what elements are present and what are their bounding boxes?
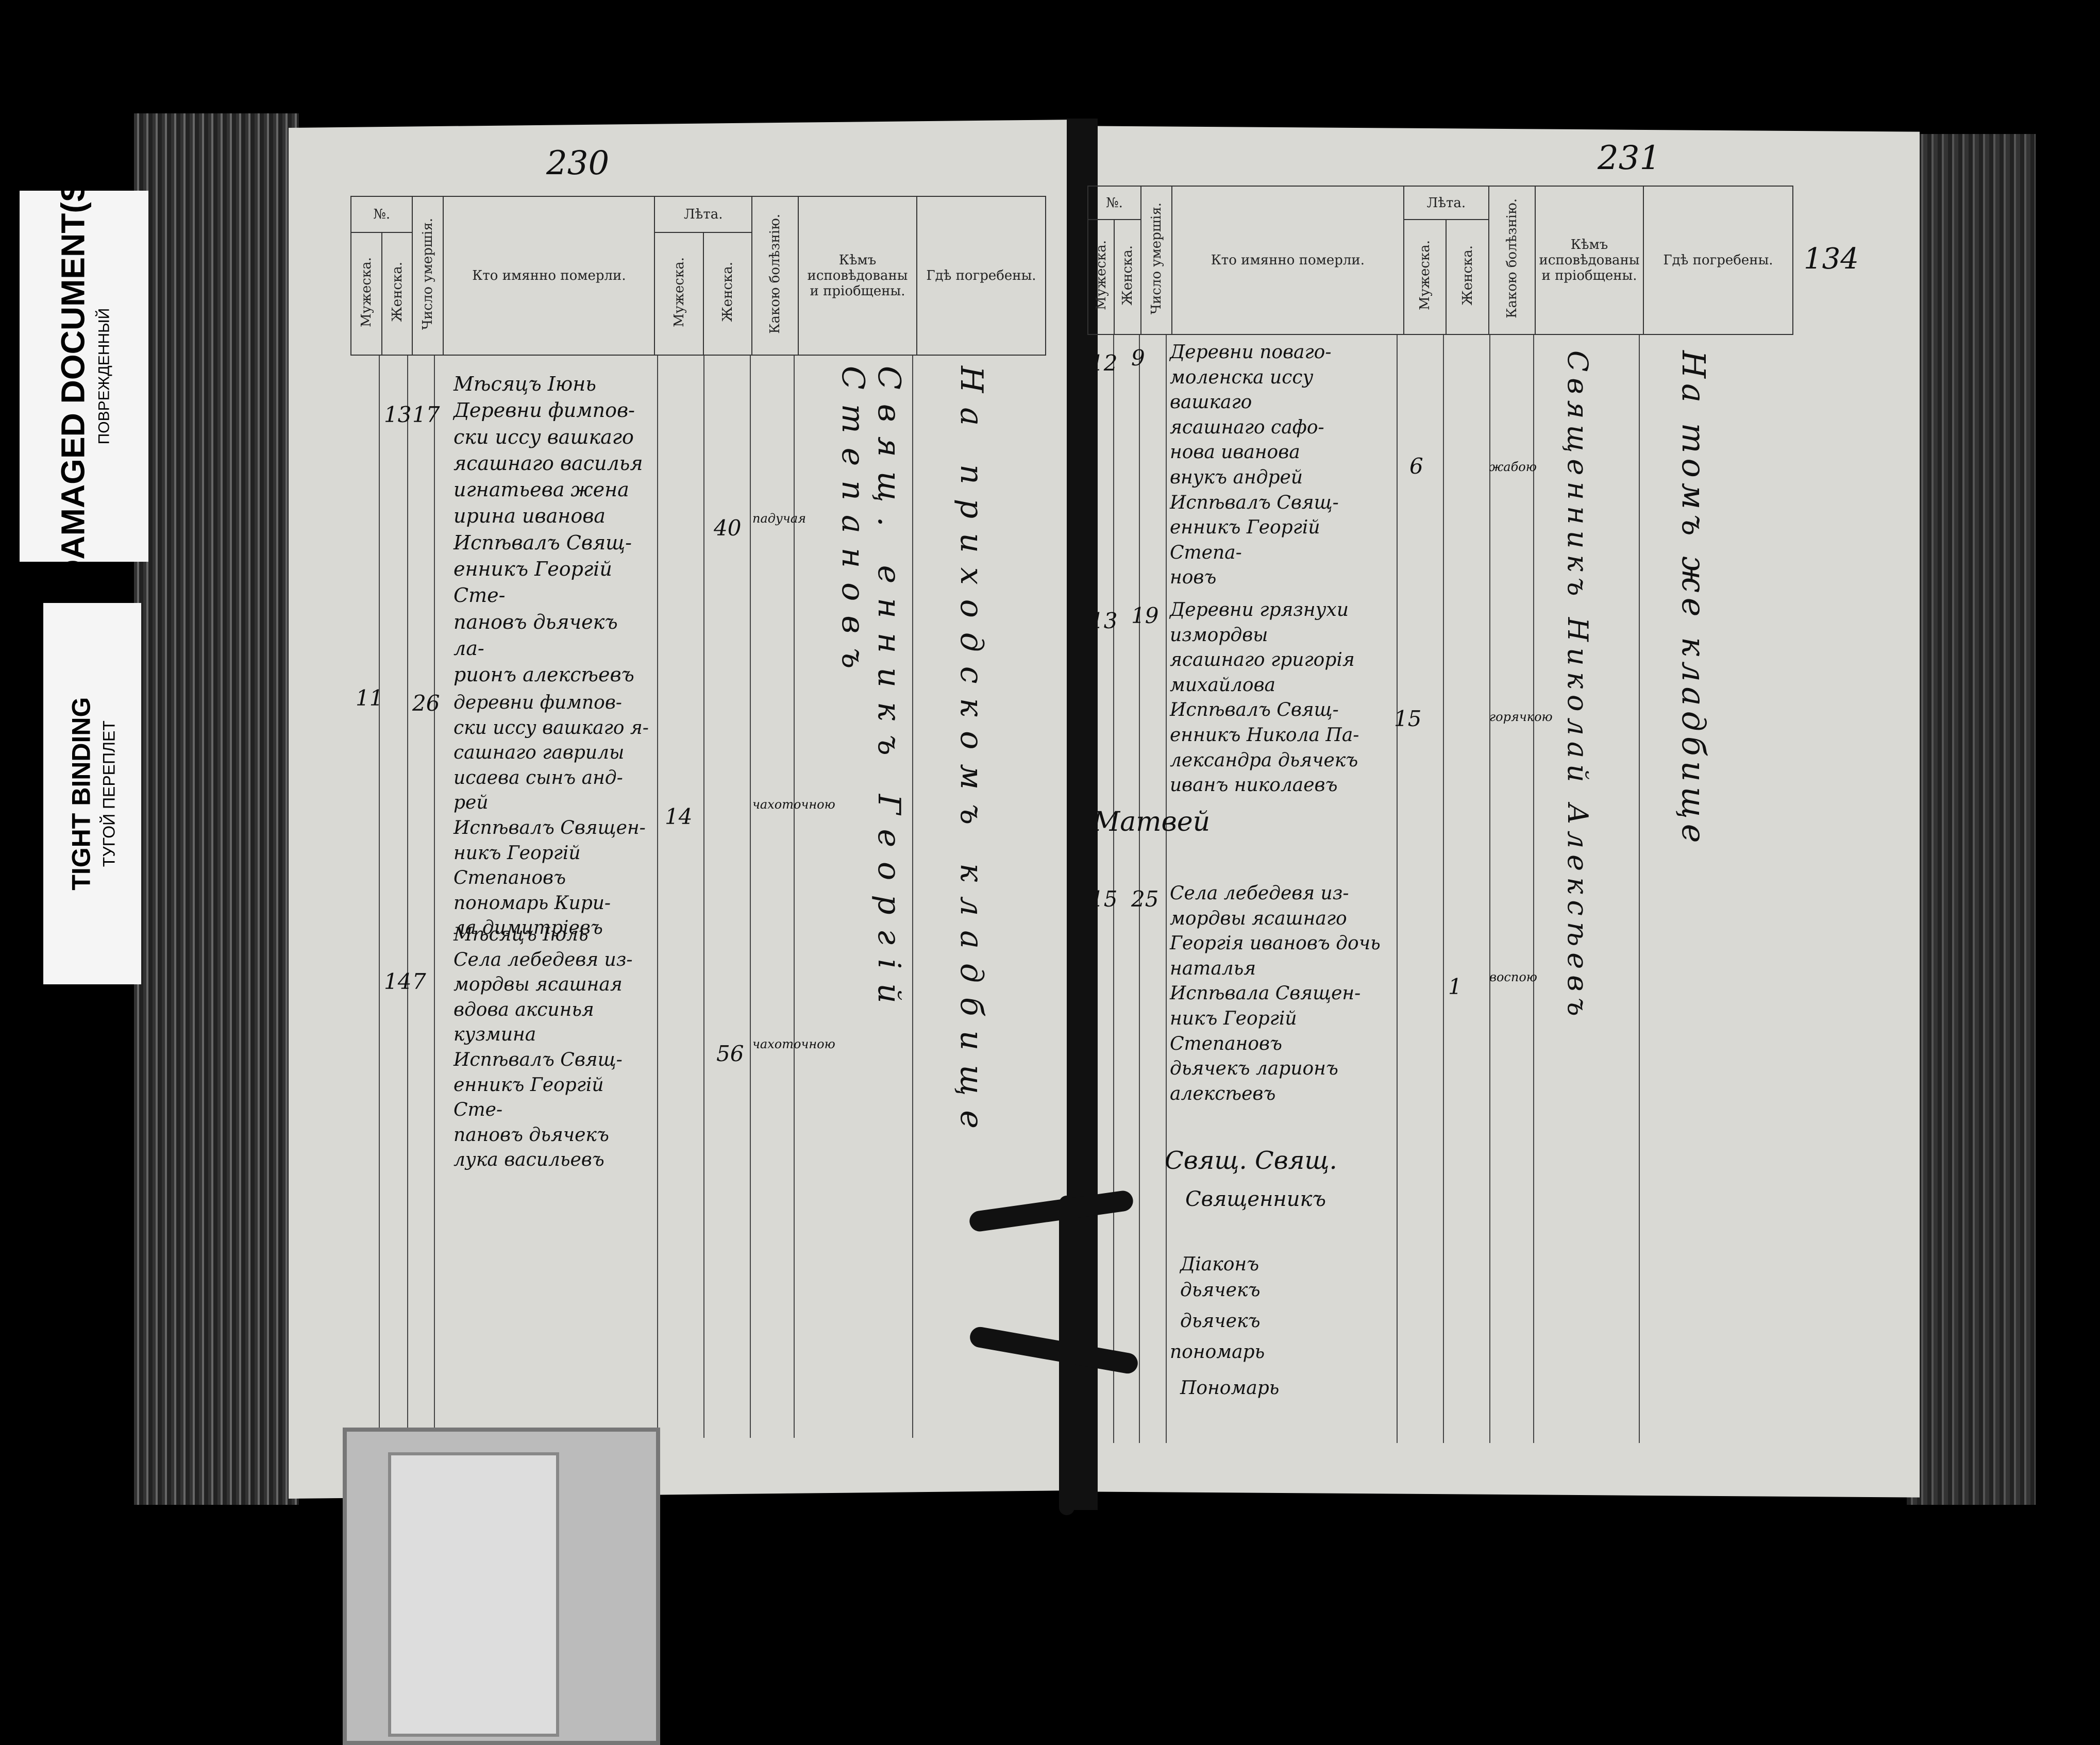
- tight-binding-label-ru: ТУГОЙ ПЕРЕПЛЕТ: [99, 720, 118, 867]
- right-entry-3-male-no: 15: [1090, 886, 1118, 912]
- left-header-buried: Гдѣ погребены.: [916, 196, 1046, 356]
- left-header-age-female: Женска.: [719, 262, 735, 322]
- left-entry-2-date: 26: [412, 691, 440, 716]
- left-folio-number: 230: [546, 144, 610, 182]
- damaged-document-tab: DAMAGED DOCUMENT(S)ПОВРЕЖДЕННЫЙ: [20, 169, 148, 583]
- right-folio-number: 231: [1598, 139, 1661, 177]
- right-entry-2-date: 19: [1131, 603, 1159, 628]
- signature-6: пономарь: [1170, 1341, 1265, 1363]
- right-confessor-column: Священникъ Николай Алексѣевъ: [1561, 350, 1594, 1022]
- left-entry-1-date: 17: [412, 402, 440, 427]
- damaged-label: DAMAGED DOCUMENT(S): [54, 169, 92, 583]
- right-entry-1-date: 9: [1131, 345, 1145, 371]
- right-header-table: №. Число умершія. Кто имянно померли. Лѣ…: [1087, 186, 1793, 335]
- right-header-age-male: Мужеска.: [1417, 240, 1433, 310]
- right-folio-alt-number: 134: [1804, 242, 1859, 276]
- right-entry-2-age-male: 15: [1394, 706, 1422, 731]
- left-header-female: Женска.: [389, 262, 405, 322]
- left-header-illness: Какою болѣзнію.: [767, 214, 783, 334]
- left-burial-column: На приходскомъ кладбище: [953, 366, 989, 1143]
- left-entry-3-female-no: 14: [384, 969, 412, 994]
- right-header-age: Лѣта.: [1403, 186, 1490, 220]
- left-entry-2-age-male: 14: [665, 804, 693, 829]
- right-entry-3-text: Села лебедевя из- мордвы ясашнаго Георгі…: [1170, 883, 1381, 1104]
- left-header-confessed: Кѣмъ исповѣдованы и пріобщены.: [798, 196, 917, 356]
- left-entry-1-text: Мѣсяцъ Іюнь Деревни фимпов- ски иссу ваш…: [453, 373, 643, 686]
- right-header-who: Кто имянно померли.: [1171, 186, 1404, 335]
- signature-1: Свящ. Свящ.: [1165, 1146, 1337, 1175]
- left-header-date: Число умершія.: [420, 217, 436, 330]
- left-entry-1-age-female: 40: [714, 515, 742, 541]
- right-header-confessed: Кѣмъ исповѣдованы и пріобщены.: [1535, 186, 1644, 335]
- left-entry-1-illness: падучая: [752, 511, 807, 526]
- left-entry-3-text: Мѣсяцъ Іюль Села лебедевя из- мордвы яса…: [453, 924, 633, 1171]
- right-header-age-female: Женска.: [1459, 245, 1475, 306]
- left-entry-3-date: 7: [412, 969, 426, 994]
- signature-4: дьячекъ: [1180, 1280, 1261, 1301]
- right-entry-3-age-female: 1: [1448, 974, 1462, 999]
- left-header-who: Кто имянно померли.: [443, 196, 656, 356]
- right-entry-3-date: 25: [1131, 886, 1159, 912]
- right-entry-1-illness: жабою: [1489, 460, 1537, 474]
- signature-3: Діаконъ: [1180, 1254, 1259, 1275]
- left-header-male: Мужеска.: [358, 257, 374, 327]
- book-clamp: [343, 1428, 660, 1745]
- left-entry-2-illness: чахоточною: [752, 796, 835, 813]
- tight-binding-label: TIGHT BINDING: [66, 697, 95, 891]
- right-entry-1-age-male: 6: [1409, 454, 1423, 479]
- right-header-buried: Гдѣ погребены.: [1643, 186, 1793, 335]
- right-burial-column: На томъ же кладбище: [1675, 350, 1712, 848]
- left-header-table: №. Число умершія. Кто имянно померли. Лѣ…: [350, 196, 1046, 356]
- right-entry-2-male-no: 13: [1090, 608, 1118, 633]
- left-entry-2-text: деревни фимпов- ски иссу вашкаго я- сашн…: [453, 692, 649, 939]
- right-entry-1-male-no: 12: [1090, 350, 1118, 376]
- left-header-no: №.: [350, 196, 413, 233]
- right-entry-2-illness: горячкою: [1489, 710, 1553, 724]
- right-entry-1-text: Деревни поваго- моленска иссу вашкаго яс…: [1170, 342, 1339, 589]
- right-header-female: Женска.: [1120, 245, 1136, 306]
- left-page-edges: [134, 113, 299, 1505]
- binding-string-spine: [1059, 1196, 1074, 1515]
- left-confessor-column: Свящ. енникъ Георгій Степановъ: [835, 366, 907, 1018]
- right-entry-2-text: Деревни грязнухи измордвы ясашнаго григо…: [1170, 599, 1359, 796]
- right-header-no: №.: [1087, 186, 1141, 220]
- right-header-date: Число умершія.: [1148, 202, 1164, 315]
- signature-7: Пономарь: [1180, 1378, 1280, 1399]
- right-margin-note: Матвей: [1093, 807, 1211, 837]
- right-header-male: Мужеска.: [1093, 240, 1109, 310]
- signature-5: дьячекъ: [1180, 1311, 1261, 1332]
- left-header-age-male: Мужеска.: [671, 257, 687, 327]
- right-header-illness: Какою болѣзнію.: [1504, 198, 1520, 318]
- right-entry-3-illness: воспою: [1489, 970, 1537, 984]
- left-entry-3-illness: чахоточною: [752, 1036, 835, 1052]
- left-entry-1-female-no: 13: [384, 402, 412, 427]
- damaged-label-ru: ПОВРЕЖДЕННЫЙ: [95, 308, 113, 445]
- right-page-edges: [1907, 134, 2036, 1505]
- signature-2: Священникъ: [1185, 1187, 1326, 1211]
- left-entry-3-age-female: 56: [716, 1041, 744, 1066]
- left-entry-2-male-no: 11: [356, 685, 383, 711]
- left-header-age: Лѣта.: [654, 196, 752, 233]
